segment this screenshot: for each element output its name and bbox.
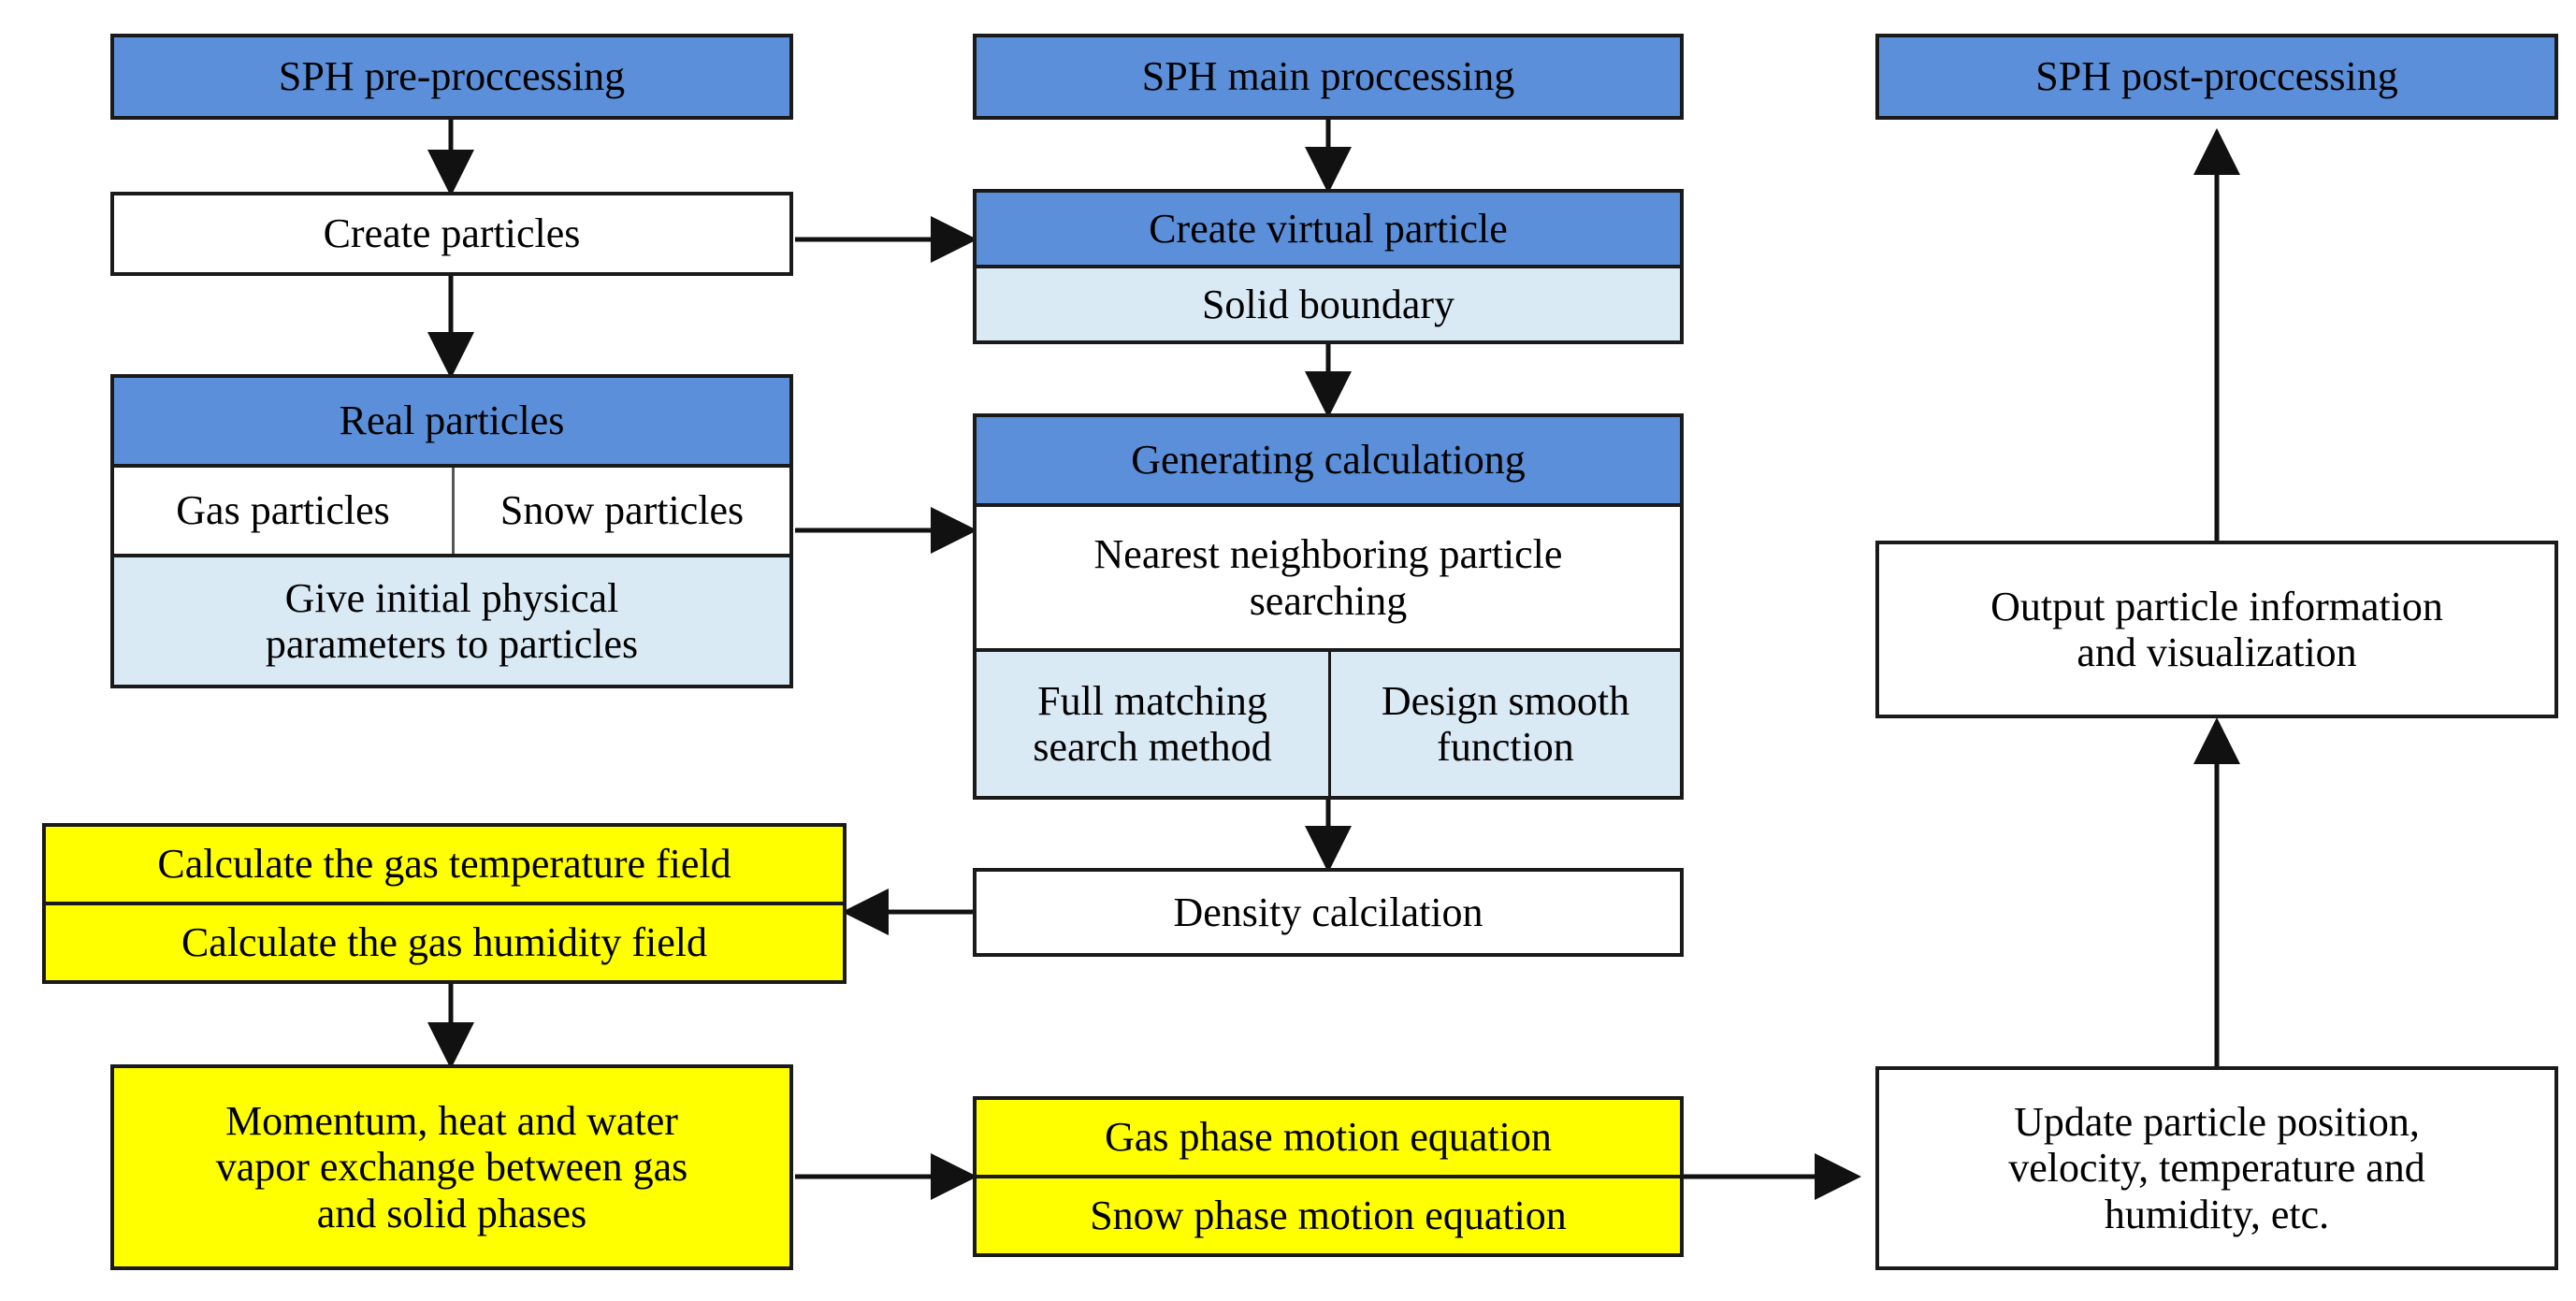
node-gas-fields[interactable]: Calculate the gas temperature field Calc… <box>42 823 847 984</box>
real-particles-header: Real particles <box>114 378 789 464</box>
real-particles-subtypes: Gas particles Snow particles <box>114 464 789 554</box>
sph-main-processing-label: SPH main proccessing <box>977 37 1680 116</box>
nearest-neighboring-search-cell[interactable]: Nearest neighboring particle searching <box>977 503 1680 648</box>
node-density-calculation[interactable]: Density calcilation <box>973 868 1684 957</box>
node-create-virtual-particle[interactable]: Create virtual particle Solid boundary <box>973 189 1684 344</box>
node-sph-post-processing[interactable]: SPH post-proccessing <box>1875 34 2558 120</box>
snow-particles-cell[interactable]: Snow particles <box>452 468 789 554</box>
design-smooth-function-cell[interactable]: Design smooth function <box>1328 652 1680 796</box>
node-real-particles[interactable]: Real particles Gas particles Snow partic… <box>110 374 793 688</box>
node-output-visualization[interactable]: Output particle information and visualiz… <box>1875 541 2558 718</box>
solid-boundary-cell[interactable]: Solid boundary <box>977 265 1680 340</box>
gas-phase-motion-equation-cell[interactable]: Gas phase motion equation <box>977 1100 1680 1175</box>
node-create-particles[interactable]: Create particles <box>110 192 793 276</box>
momentum-exchange-label: Momentum, heat and water vapor exchange … <box>114 1068 789 1266</box>
density-calculation-label: Density calcilation <box>977 872 1680 953</box>
node-motion-equations[interactable]: Gas phase motion equation Snow phase mot… <box>973 1096 1684 1257</box>
node-momentum-exchange[interactable]: Momentum, heat and water vapor exchange … <box>110 1064 793 1270</box>
search-method-row: Full matching search method Design smoot… <box>977 648 1680 796</box>
calculate-gas-humidity-field-cell[interactable]: Calculate the gas humidity field <box>46 902 843 980</box>
node-sph-main-processing[interactable]: SPH main proccessing <box>973 34 1684 120</box>
gas-particles-cell[interactable]: Gas particles <box>114 468 452 554</box>
full-matching-search-method-cell[interactable]: Full matching search method <box>977 652 1328 796</box>
calculate-gas-temperature-field-cell[interactable]: Calculate the gas temperature field <box>46 827 843 902</box>
create-particles-label: Create particles <box>114 195 789 272</box>
create-virtual-particle-header: Create virtual particle <box>977 193 1680 265</box>
update-particle-state-label: Update particle position, velocity, temp… <box>1879 1070 2554 1266</box>
snow-phase-motion-equation-cell[interactable]: Snow phase motion equation <box>977 1175 1680 1253</box>
node-update-particle-state[interactable]: Update particle position, velocity, temp… <box>1875 1066 2558 1270</box>
node-sph-pre-processing[interactable]: SPH pre-proccessing <box>110 34 793 120</box>
generating-calculating-header: Generating calculationg <box>977 417 1680 503</box>
node-generating-calculating[interactable]: Generating calculationg Nearest neighbor… <box>973 413 1684 800</box>
sph-pre-processing-label: SPH pre-proccessing <box>114 37 789 116</box>
sph-post-processing-label: SPH post-proccessing <box>1879 37 2554 116</box>
output-visualization-label: Output particle information and visualiz… <box>1879 544 2554 715</box>
give-initial-parameters-cell[interactable]: Give initial physical parameters to part… <box>114 554 789 685</box>
